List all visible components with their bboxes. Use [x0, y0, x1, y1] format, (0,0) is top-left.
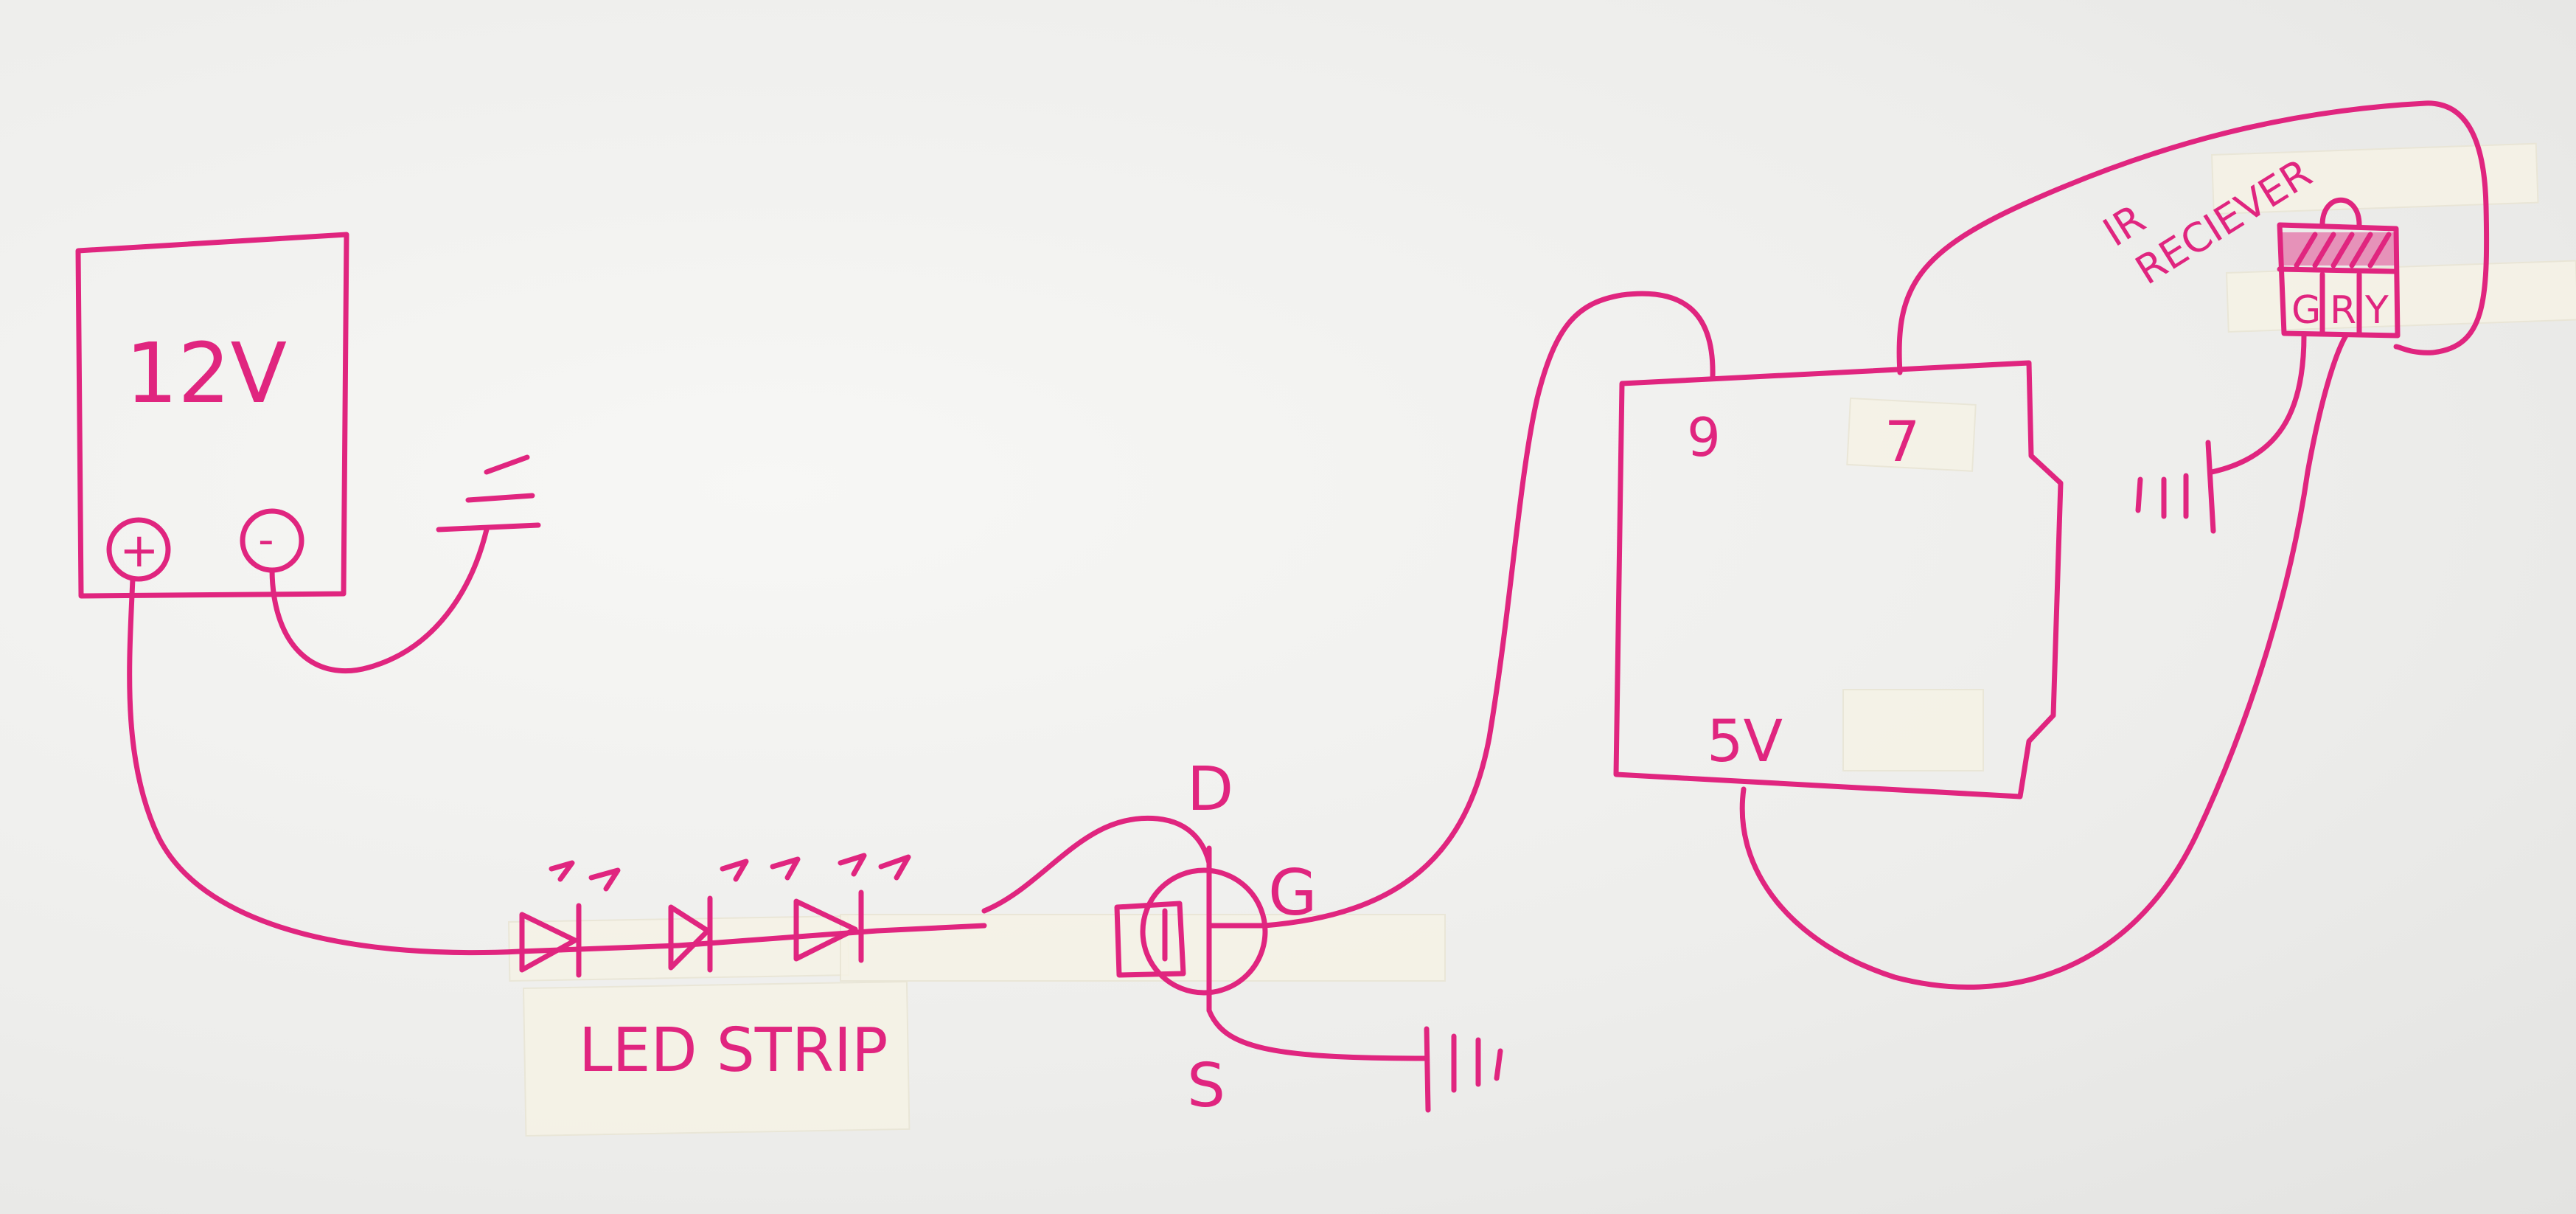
wire-gate-to-pin9	[1261, 291, 1716, 929]
pin-9-label: 9	[1687, 406, 1721, 468]
plus-terminal	[106, 517, 171, 582]
plus-terminal-label: +	[119, 524, 159, 578]
microcontroller-board: 9 7 5V	[1613, 360, 2064, 799]
led-1	[519, 860, 621, 978]
wire-led-to-drain	[981, 815, 1212, 914]
minus-terminal-label: -	[258, 514, 274, 566]
drain-label: D	[1187, 755, 1233, 825]
pin-7-label: 7	[1884, 409, 1920, 474]
ir-pin-r-label: R	[2330, 288, 2356, 333]
led-strip-label: LED STRIP	[579, 1016, 888, 1086]
wire-pin7-to-ir	[1896, 100, 2490, 375]
led-2	[668, 856, 801, 973]
power-supply-label: 12V	[125, 326, 287, 422]
led-3	[793, 853, 911, 963]
led-strip: LED STRIP	[517, 853, 987, 1086]
ground-symbol-power	[269, 454, 541, 673]
power-supply: 12V + -	[75, 232, 349, 599]
ir-pin-g-label: G	[2291, 288, 2321, 333]
ground-symbol-ir	[2135, 333, 2307, 534]
wire-12v-to-led	[127, 576, 523, 956]
ir-pin-y-label: Y	[2364, 288, 2389, 333]
wire-5v-to-ir	[1739, 333, 2349, 990]
mosfet-body	[1140, 867, 1268, 996]
source-label: S	[1187, 1051, 1225, 1121]
masking-tape	[507, 142, 2576, 1137]
pin-5v-label: 5V	[1707, 709, 1783, 775]
ground-symbol-mosfet	[1206, 1007, 1503, 1113]
